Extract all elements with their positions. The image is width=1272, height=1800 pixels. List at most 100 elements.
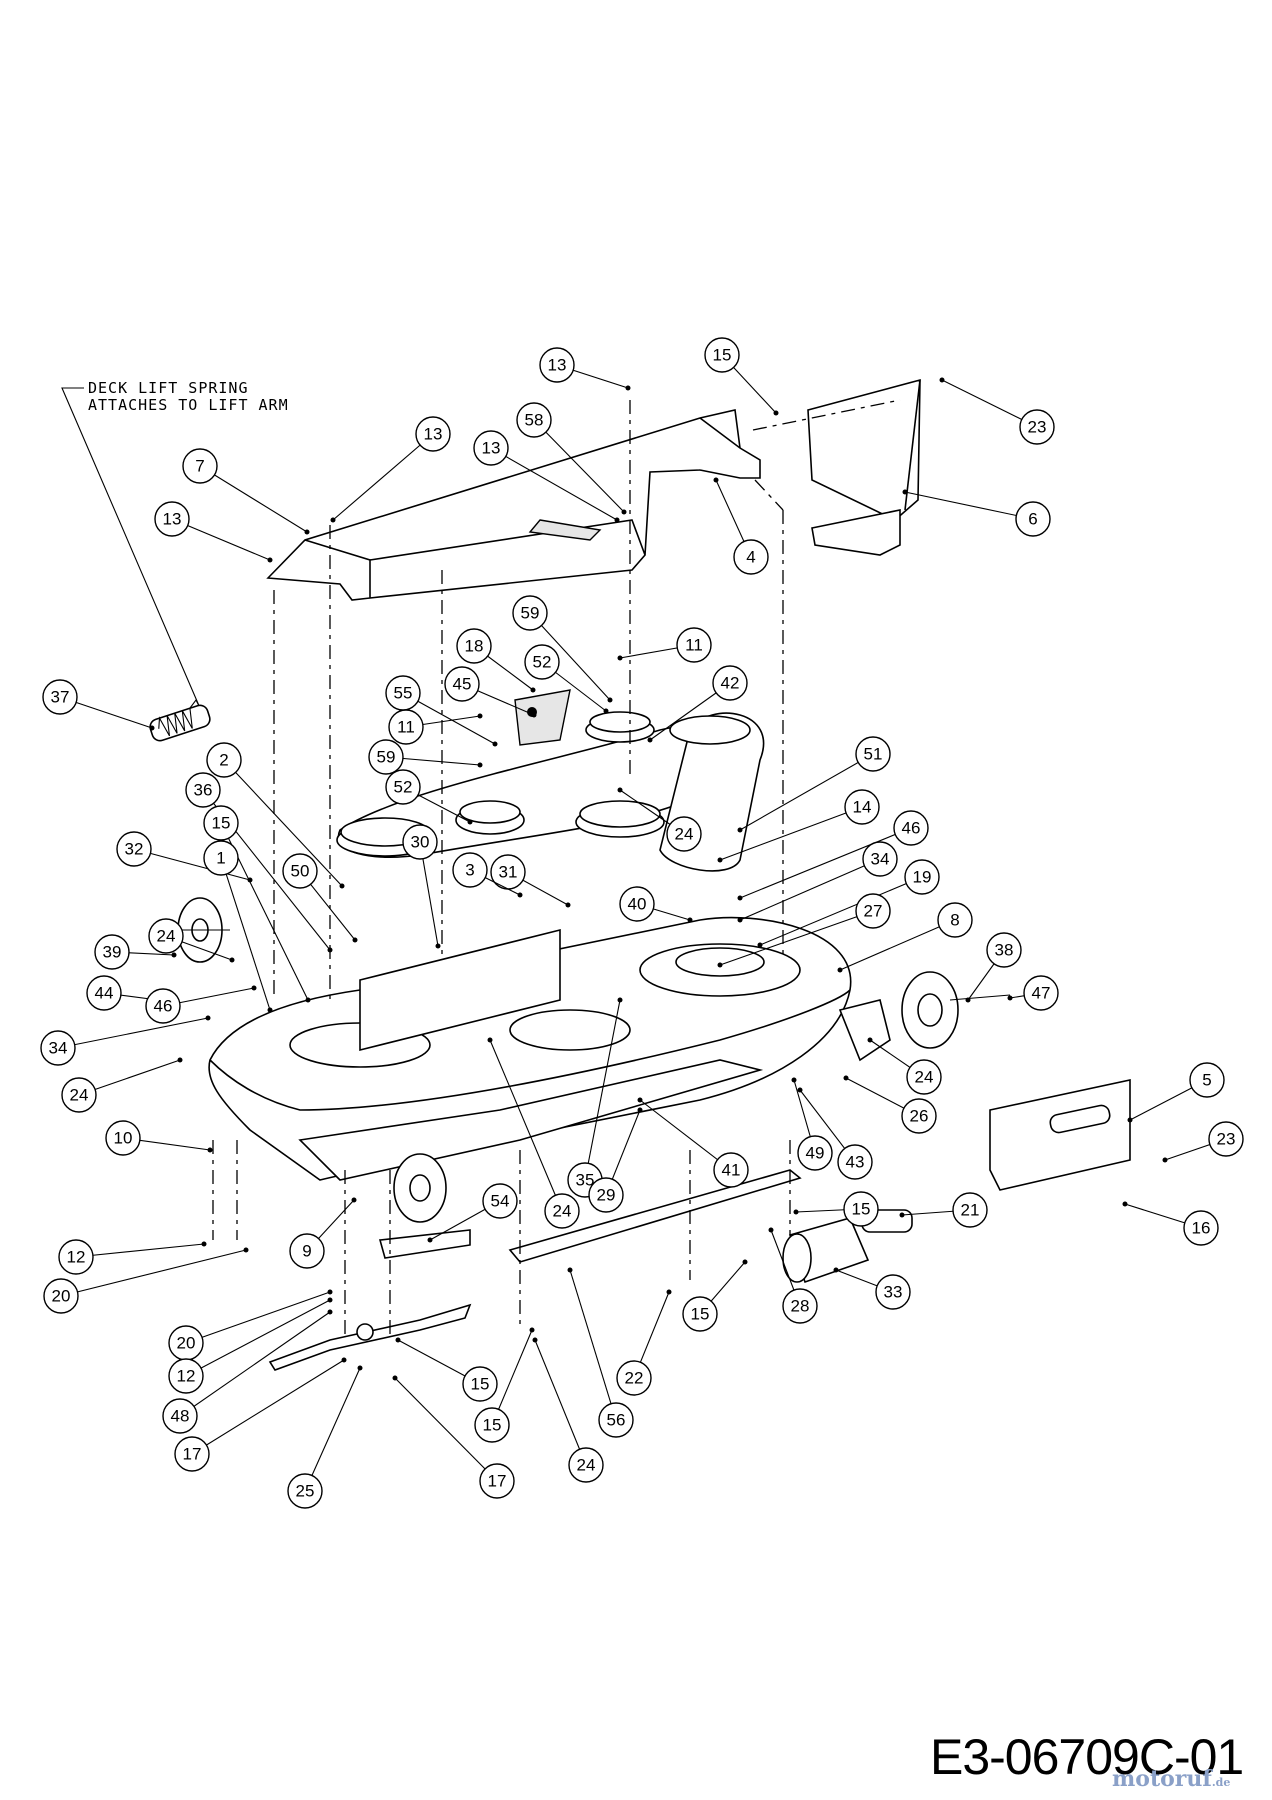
callout-c32: 32 [116,831,152,867]
callout-label: 8 [950,911,959,930]
mower-blade [268,1303,472,1371]
callout-bubble [145,988,181,1024]
callout-bubble [474,1407,510,1443]
callout-bubble [1015,501,1051,537]
callout-label: 21 [961,1201,980,1220]
callout-label: 24 [70,1086,89,1105]
callout-leader-c17b [394,1377,498,1482]
callout-bubble [148,918,184,954]
callout-arrowhead-c35 [617,997,623,1003]
callout-bubble [402,824,438,860]
callout-label: 3 [465,861,474,880]
callout-leader-c35 [584,999,621,1181]
callout-arrowhead-c13d [267,557,273,563]
callout-c27: 27 [855,893,891,929]
callout-leader-c51 [739,753,874,831]
callout-bubble [456,628,492,664]
callout-c42: 42 [712,665,748,701]
callout-leader-c2 [223,759,343,887]
callout-label: 41 [722,1161,741,1180]
callout-label: 35 [576,1171,595,1190]
watermark-suffix: .de [1211,1776,1231,1789]
callout-leader-c12b [185,1299,331,1377]
callout-leader-c6 [904,491,1034,520]
callout-c8: 8 [937,902,973,938]
callout-arrowhead-c10 [207,1147,213,1153]
callout-label: 12 [177,1367,196,1386]
note-line-2: ATTACHES TO LIFT ARM [88,396,289,414]
callout-arrowhead-c8 [837,967,843,973]
callout-c33: 33 [875,1274,911,1310]
callout-bubble [162,1398,198,1434]
callout-label: 15 [483,1416,502,1435]
callout-arrowhead-c30 [435,943,441,949]
callout-c31: 31 [490,854,526,890]
callout-bubble [619,886,655,922]
callout-label: 18 [465,637,484,656]
callout-arrowhead-c27 [717,962,723,968]
roller-33 [782,1209,913,1284]
callout-c59a: 59 [512,595,548,631]
callout-leader-c24c [78,1059,181,1096]
callout-label: 15 [212,814,231,833]
callout-c51: 51 [855,736,891,772]
callout-arrowhead-c24f [532,1337,538,1343]
callout-c11b: 11 [388,709,424,745]
callout-arrowhead-c20a [243,1247,249,1253]
callout-leader-c1 [220,857,271,1011]
callout-label: 11 [685,636,703,655]
callout-bubble [116,831,152,867]
callout-c52a: 52 [524,644,560,680]
callout-bubble [58,1239,94,1275]
callout-c46a: 46 [893,810,929,846]
callout-bubble [185,772,221,808]
callout-bubble [61,1077,97,1113]
callout-label: 32 [125,840,144,859]
callout-c12a: 12 [58,1239,94,1275]
callout-bubble [952,1192,988,1228]
callout-c5: 5 [1189,1062,1225,1098]
callout-c12b: 12 [168,1358,204,1394]
callout-bubble [40,1030,76,1066]
callout-c7: 7 [182,448,218,484]
callout-c56: 56 [598,1402,634,1438]
callout-arrowhead-c17a [341,1357,347,1363]
callout-c2: 2 [206,742,242,778]
baffle-plate-5 [989,1079,1131,1191]
callout-bubble [782,1288,818,1324]
callout-c24d: 24 [906,1059,942,1095]
callout-bubble [282,853,318,889]
callout-bubble [174,1436,210,1472]
callout-arrowhead-c15d [742,1259,748,1265]
callout-label: 20 [52,1287,71,1306]
callout-arrowhead-c22 [666,1289,672,1295]
callout-c34b: 34 [40,1030,76,1066]
callout-arrowhead-c15b [305,997,311,1003]
callout-bubble [712,665,748,701]
callout-c15e: 15 [462,1366,498,1402]
callout-bubble [588,1177,624,1213]
callout-c24b: 24 [148,918,184,954]
callout-c17a: 17 [174,1436,210,1472]
callout-c55: 55 [385,675,421,711]
callout-c9: 9 [289,1233,325,1269]
callout-label: 4 [746,548,755,567]
callout-c54: 54 [482,1183,518,1219]
callout-bubble [539,347,575,383]
callout-label: 24 [553,1202,572,1221]
callout-label: 6 [1028,510,1037,529]
callout-label: 9 [302,1242,311,1261]
callout-label: 49 [806,1144,825,1163]
callout-bubble [937,902,973,938]
callout-c38: 38 [986,932,1022,968]
callout-label: 34 [871,850,890,869]
callout-arrowhead-c7 [304,529,310,535]
callout-c24c: 24 [61,1077,97,1113]
callout-c13b: 13 [473,430,509,466]
callout-c48: 48 [162,1398,198,1434]
callout-arrowhead-c29 [637,1107,643,1113]
callout-arrowhead-c5 [1127,1117,1133,1123]
callout-leader-c20a [60,1249,247,1297]
callout-bubble [733,539,769,575]
